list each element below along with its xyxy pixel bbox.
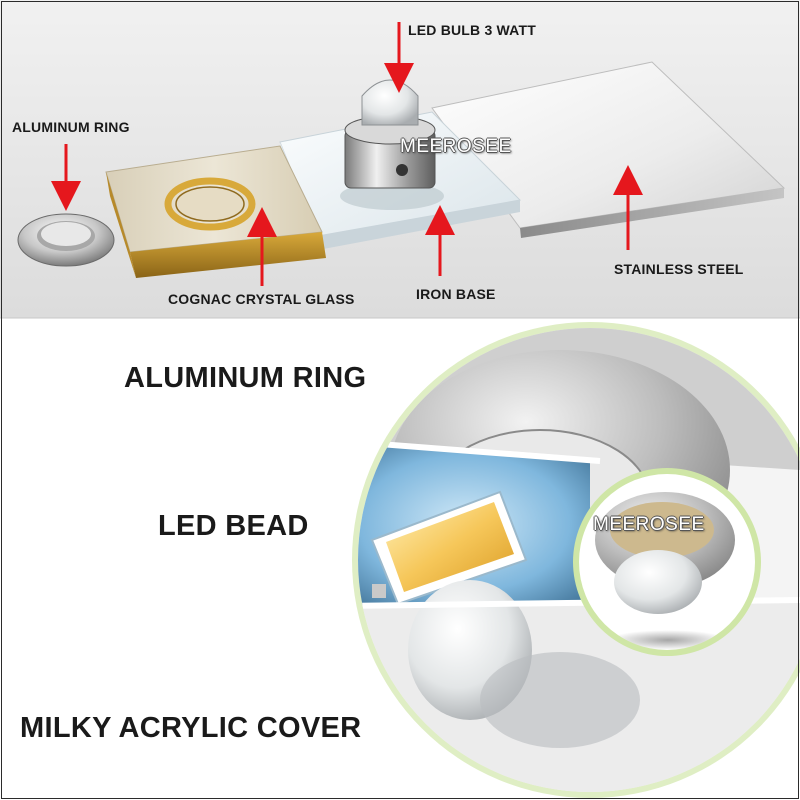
- cognac-glass-label: COGNAC CRYSTAL GLASS: [168, 291, 355, 307]
- aluminum-ring-top-label: ALUMINUM RING: [12, 119, 130, 135]
- watermark-inset: MEEROSEE: [593, 514, 705, 535]
- led-bead-label: LED BEAD: [158, 510, 309, 542]
- iron-base-label: IRON BASE: [416, 286, 496, 302]
- led-bulb-label: LED BULB 3 WATT: [408, 22, 536, 38]
- aluminum-ring-bottom-label: ALUMINUM RING: [124, 362, 367, 394]
- acrylic-cover-label: MILKY ACRYLIC COVER: [20, 712, 362, 744]
- stainless-steel-label: STAINLESS STEEL: [614, 261, 744, 277]
- watermark-top: MEEROSEE: [400, 136, 512, 157]
